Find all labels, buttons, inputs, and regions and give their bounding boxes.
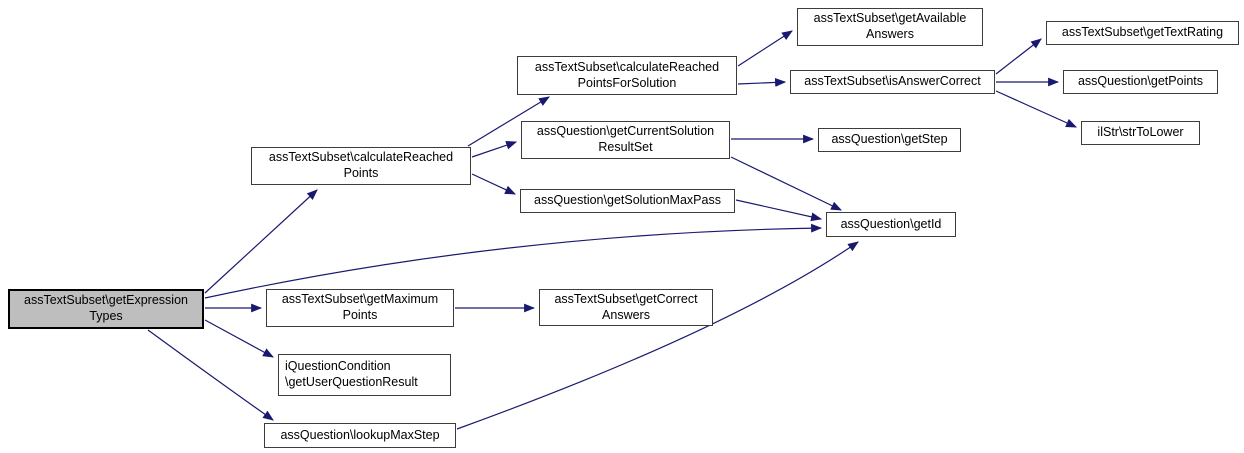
node-label: assTextSubset\calculateReached <box>268 150 454 165</box>
edge-isAnswerCorrect-to-getTextRating <box>995 38 1042 75</box>
node-label: assQuestion\lookupMaxStep <box>280 427 440 442</box>
edge-calculateReachedPoints-to-getCurrentSolutionResultSet <box>471 141 518 158</box>
graph-node-getUserQuestionResult[interactable]: iQuestionCondition\getUserQuestionResult <box>278 354 451 396</box>
node-label: \getUserQuestionResult <box>285 375 418 389</box>
graph-node-getId[interactable]: assQuestion\getId <box>826 212 956 237</box>
graph-node-strToLower[interactable]: ilStr\strToLower <box>1081 121 1200 145</box>
graph-node-isAnswerCorrect[interactable]: assTextSubset\isAnswerCorrect <box>790 70 995 94</box>
node-label: assTextSubset\getAvailable <box>813 11 967 26</box>
node-label: Answers <box>866 27 914 41</box>
edge-getExpressionTypes-to-lookupMaxStep <box>147 329 274 421</box>
node-label: assQuestion\getCurrentSolution <box>536 124 715 139</box>
node-label: assQuestion\getId <box>840 216 942 231</box>
node-label: assTextSubset\getMaximum <box>281 292 439 307</box>
node-label: Points <box>343 166 379 180</box>
edge-getExpressionTypes-to-getUserQuestionResult <box>204 319 274 358</box>
edge-getExpressionTypes-to-getId <box>204 223 823 299</box>
node-label: iQuestionCondition <box>285 359 391 374</box>
node-label: assTextSubset\getExpression <box>24 293 188 308</box>
edge-isAnswerCorrect-to-strToLower <box>995 90 1078 128</box>
node-label: assQuestion\getPoints <box>1077 74 1204 89</box>
node-label: PointsForSolution <box>577 75 677 90</box>
edge-lookupMaxStep-to-getId <box>456 241 859 430</box>
edge-calculateReachedPointsForSolution-to-getAvailableAnswers <box>737 30 793 67</box>
node-label: ResultSet <box>598 140 653 154</box>
node-label: assTextSubset\calculateReached <box>534 59 720 74</box>
graph-node-getTextRating[interactable]: assTextSubset\getTextRating <box>1046 21 1239 45</box>
node-label: assQuestion\getStep <box>831 132 948 147</box>
node-label: assQuestion\getSolutionMaxPass <box>534 193 721 208</box>
edge-getCurrentSolutionResultSet-to-getId <box>730 156 842 211</box>
node-label: Points <box>342 308 378 322</box>
edge-calculateReachedPoints-to-calculateReachedPointsForSolution <box>467 96 550 147</box>
edge-getExpressionTypes-to-calculateReachedPoints <box>204 189 318 294</box>
edge-getSolutionMaxPass-to-getId <box>735 199 823 222</box>
graph-node-getPoints[interactable]: assQuestion\getPoints <box>1063 70 1218 94</box>
graph-node-lookupMaxStep[interactable]: assQuestion\lookupMaxStep <box>264 423 456 448</box>
node-label: assTextSubset\getCorrect <box>554 291 698 306</box>
graph-node-getStep[interactable]: assQuestion\getStep <box>818 128 961 152</box>
node-label: assTextSubset\getTextRating <box>1061 25 1224 40</box>
node-label: Types <box>89 309 123 323</box>
edge-calculateReachedPoints-to-getSolutionMaxPass <box>471 173 516 195</box>
node-label: ilStr\strToLower <box>1097 125 1184 140</box>
node-label: assTextSubset\isAnswerCorrect <box>804 74 981 89</box>
edge-calculateReachedPointsForSolution-to-isAnswerCorrect <box>737 78 787 87</box>
node-label: Answers <box>602 307 650 322</box>
graph-node-getSolutionMaxPass[interactable]: assQuestion\getSolutionMaxPass <box>520 189 735 213</box>
